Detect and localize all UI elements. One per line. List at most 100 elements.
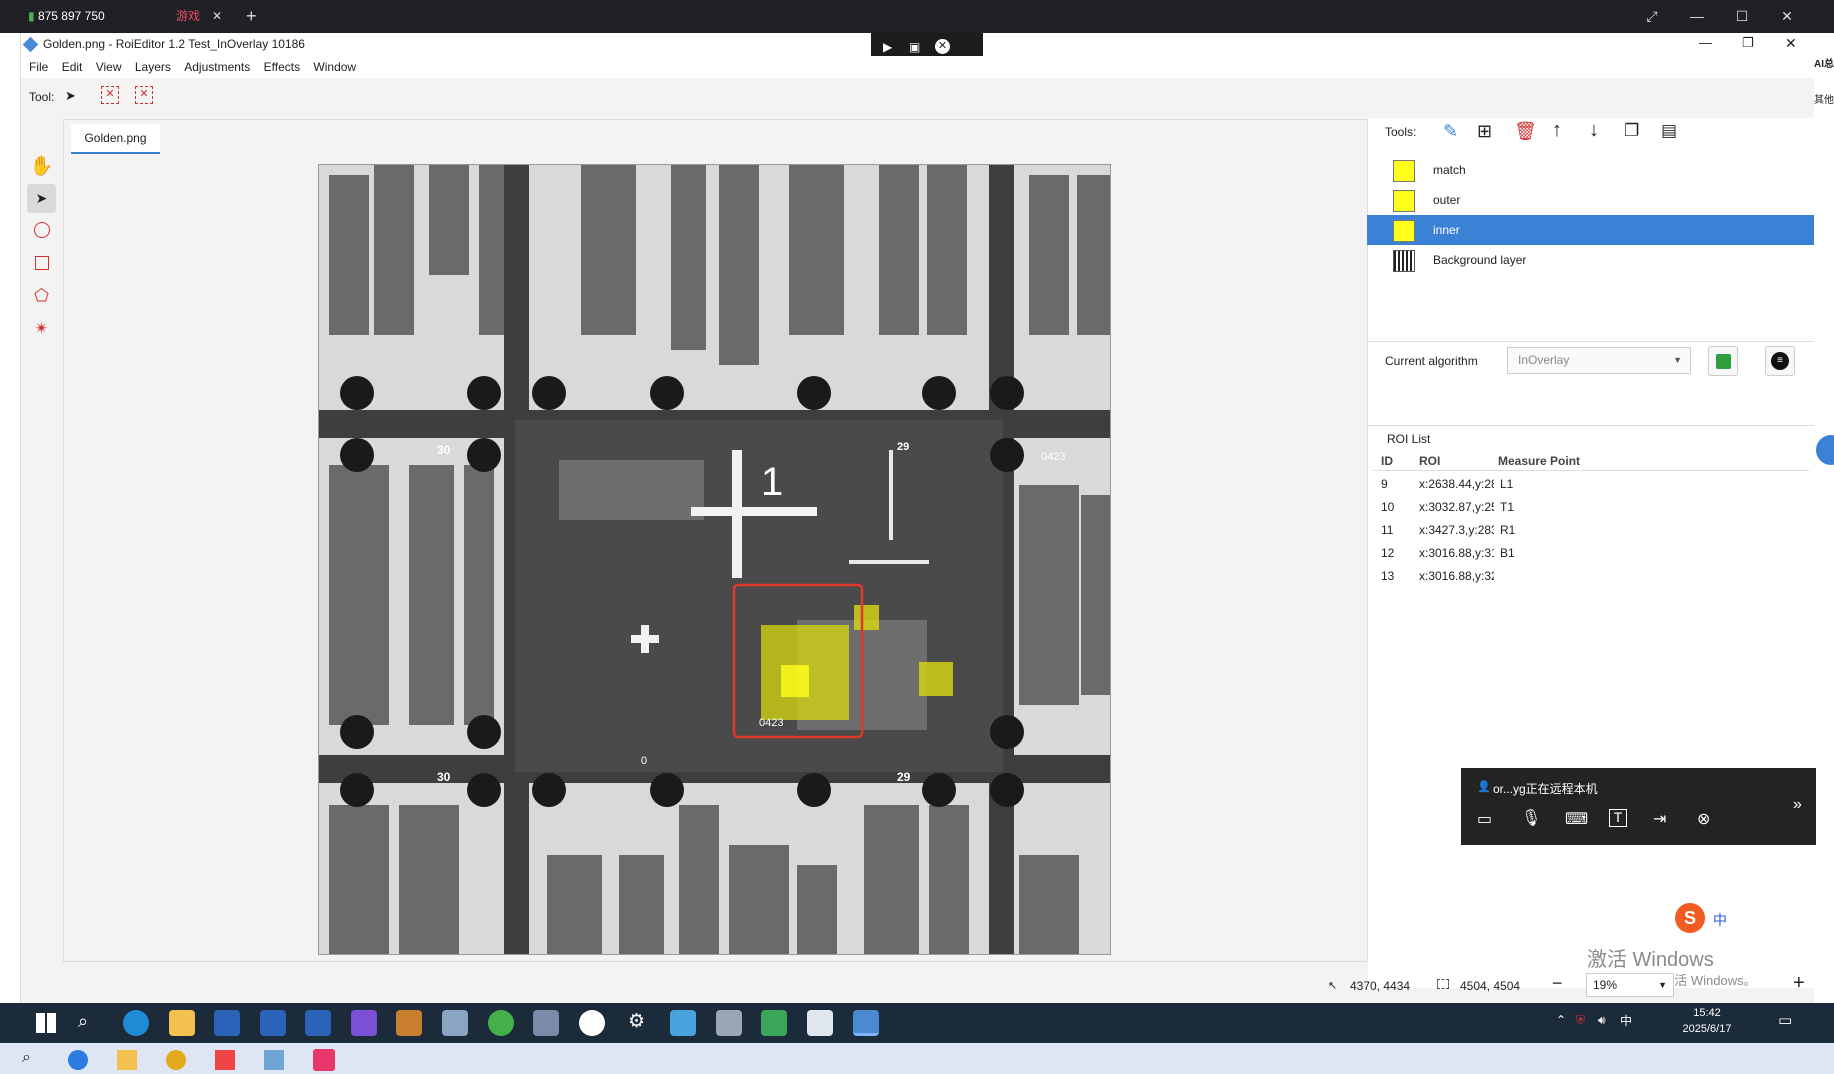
taskbar-app-icon-6[interactable] xyxy=(716,1010,742,1036)
layer-inner[interactable]: inner xyxy=(1367,215,1814,245)
image-viewport[interactable]: 30 29 0423 0423 30 29 1 0 xyxy=(318,164,1111,955)
add-layer-icon[interactable]: ⊞ xyxy=(1477,121,1493,141)
taskbar-app-icon-2[interactable] xyxy=(442,1010,468,1036)
edge-icon[interactable] xyxy=(123,1010,149,1036)
browser-tab-games[interactable]: 游戏 xyxy=(176,9,201,23)
algorithm-select[interactable]: InOverlay ▼ xyxy=(1507,347,1691,374)
visual-studio-icon[interactable] xyxy=(351,1010,377,1036)
new-tab-icon[interactable]: + xyxy=(246,6,257,26)
file-transfer-icon[interactable]: ⇥ xyxy=(1653,811,1667,828)
ime-language-indicator[interactable]: 中 xyxy=(1713,912,1727,928)
clear-all-roi-icon[interactable]: ✕ xyxy=(135,86,153,104)
remote-screen-icon[interactable]: ▣ xyxy=(909,40,921,54)
rectangle-tool-icon[interactable] xyxy=(27,248,56,277)
remote-close-icon[interactable]: ✕ xyxy=(935,39,950,54)
zoom-in-icon[interactable]: + xyxy=(1793,972,1805,994)
die-label-bottom-left: 30 xyxy=(437,770,451,784)
selection-size-icon xyxy=(1437,979,1449,989)
zoom-select[interactable]: 19% ▼ xyxy=(1586,973,1674,997)
host-app-icon-2[interactable] xyxy=(264,1050,284,1070)
layer-match[interactable]: match xyxy=(1367,155,1814,185)
hand-tool-icon[interactable]: ✋ xyxy=(29,156,54,177)
vis-app-icon-2[interactable] xyxy=(260,1010,286,1036)
clock-time[interactable]: 15:42 xyxy=(1693,1007,1721,1019)
magic-wand-icon[interactable]: ✴ xyxy=(34,319,49,338)
taskbar-app-icon-7[interactable] xyxy=(761,1010,787,1036)
vis-app-icon-3[interactable] xyxy=(305,1010,331,1036)
app-close-icon[interactable]: ✕ xyxy=(1785,35,1797,51)
host-app-icon[interactable] xyxy=(68,1050,88,1070)
microphone-icon[interactable]: 🎙 xyxy=(1521,810,1542,827)
minimize-icon[interactable]: — xyxy=(1690,8,1704,24)
search-icon[interactable]: ⌕ xyxy=(78,1011,89,1031)
keyboard-icon[interactable]: ⌨ xyxy=(1565,811,1589,828)
tab-close-icon[interactable]: ✕ xyxy=(212,9,223,23)
tray-ime-icon[interactable]: 中 xyxy=(1620,1014,1633,1028)
delete-layer-icon[interactable]: 🗑 xyxy=(1514,121,1537,141)
host-file-explorer-icon[interactable] xyxy=(117,1050,137,1070)
layer-background[interactable]: Background layer xyxy=(1367,245,1814,275)
table-row[interactable]: 11 x:3427.3,y:2830. R1 xyxy=(1381,523,1516,537)
menu-adjustments[interactable]: Adjustments xyxy=(184,60,251,74)
select-tool-icon[interactable]: ➤ xyxy=(27,184,56,213)
table-row[interactable]: 9 x:2638.44,y:2846 L1 xyxy=(1381,477,1514,491)
document-tab[interactable]: Golden.png xyxy=(71,124,160,154)
polygon-tool-icon[interactable]: ⬠ xyxy=(34,286,49,305)
duplicate-icon[interactable]: ❐ xyxy=(1624,121,1640,140)
zoom-out-icon[interactable]: − xyxy=(1552,973,1563,993)
file-explorer-icon[interactable] xyxy=(169,1010,195,1036)
text-icon[interactable]: T xyxy=(1609,809,1627,827)
menu-edit[interactable]: Edit xyxy=(61,60,83,74)
taskbar-app-icon-3[interactable] xyxy=(488,1010,514,1036)
table-row[interactable]: 13 x:3016.88,y:3288 xyxy=(1381,569,1494,583)
ellipse-tool-icon[interactable] xyxy=(27,215,56,244)
paste-icon[interactable]: ▤ xyxy=(1661,121,1678,140)
table-row[interactable]: 10 x:3032.87,y:2542 T1 xyxy=(1381,500,1515,514)
menu-file[interactable]: File xyxy=(29,60,49,74)
clock-date[interactable]: 2025/6/17 xyxy=(1682,1023,1732,1035)
host-search-icon[interactable]: ⌕ xyxy=(22,1049,31,1066)
start-icon[interactable] xyxy=(36,1013,56,1033)
menu-window[interactable]: Window xyxy=(313,60,357,74)
notification-icon[interactable]: ▭ xyxy=(1778,1012,1793,1029)
browser-tab-remote[interactable]: ▮ 875 897 750 xyxy=(28,9,105,23)
app-restore-icon[interactable]: ❐ xyxy=(1742,35,1754,50)
layer-outer[interactable]: outer xyxy=(1367,185,1814,215)
table-row[interactable]: 12 x:3016.88,y:3171 B1 xyxy=(1381,546,1515,560)
floating-assistant-icon[interactable] xyxy=(1816,435,1834,465)
die-number-one: 1 xyxy=(761,460,784,504)
taskbar-app-icon-5[interactable] xyxy=(670,1010,696,1036)
app-minimize-icon[interactable]: — xyxy=(1699,35,1712,50)
wps-icon[interactable] xyxy=(215,1050,235,1070)
algorithm-settings-button[interactable]: ≡ xyxy=(1765,346,1795,376)
taskbar-app-icon-8[interactable] xyxy=(807,1010,833,1036)
menu-effects[interactable]: Effects xyxy=(263,60,301,74)
clear-roi-icon[interactable]: ✕ xyxy=(101,86,119,104)
move-up-icon[interactable]: ↑ xyxy=(1552,119,1562,141)
run-algorithm-button[interactable] xyxy=(1708,346,1738,376)
taskbar-app-icon[interactable] xyxy=(396,1010,422,1036)
chrome-icon[interactable] xyxy=(166,1050,186,1070)
remote-desktop-icon[interactable] xyxy=(313,1049,335,1071)
chat-icon[interactable]: ▭ xyxy=(1477,811,1493,828)
volume-icon[interactable]: 🔊︎ xyxy=(1598,1013,1606,1027)
taskbar-app-icon-4[interactable] xyxy=(533,1010,559,1036)
security-icon[interactable]: ⛨ xyxy=(1576,1013,1586,1027)
settings-gear-icon[interactable]: ⚙ xyxy=(628,1011,646,1032)
menu-layers[interactable]: Layers xyxy=(134,60,171,74)
sogou-ime-icon[interactable]: S xyxy=(1675,903,1705,933)
roieditor-taskbar-icon[interactable] xyxy=(853,1010,879,1036)
edit-layer-icon[interactable]: ✎ xyxy=(1443,121,1459,141)
vis-app-icon[interactable] xyxy=(214,1010,240,1036)
msg-app-icon[interactable] xyxy=(579,1010,605,1036)
remote-pin-icon[interactable]: ▶ xyxy=(883,40,893,54)
end-session-icon[interactable]: ⊗ xyxy=(1697,811,1711,828)
maximize-icon[interactable]: ☐ xyxy=(1735,8,1749,24)
move-down-icon[interactable]: ↓ xyxy=(1589,119,1599,141)
expand-popup-icon[interactable]: » xyxy=(1793,796,1802,813)
tray-chevron-icon[interactable]: ⌃ xyxy=(1556,1013,1567,1027)
expand-icon[interactable]: ⤢ xyxy=(1646,8,1658,24)
host-taskbar xyxy=(0,1043,1834,1074)
close-icon[interactable]: ✕ xyxy=(1781,8,1793,24)
menu-view[interactable]: View xyxy=(95,60,122,74)
